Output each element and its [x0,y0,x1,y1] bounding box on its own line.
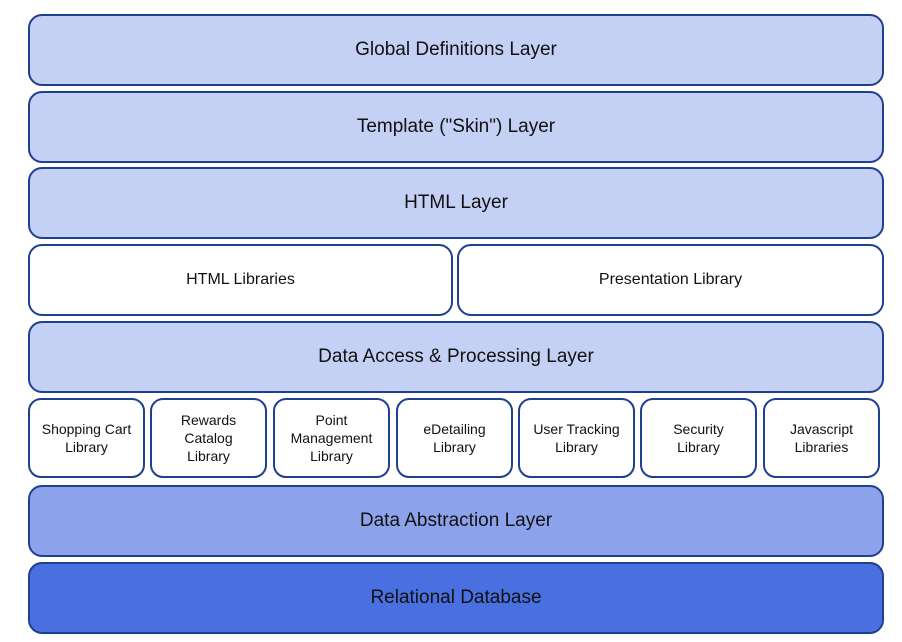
library-label-line: Library [65,439,108,455]
library-label-line: eDetailing [423,420,486,437]
rewards-catalog-library-box: Rewards Catalog Library [150,398,267,478]
global-definitions-layer: Global Definitions Layer [28,14,884,86]
library-label-line: Point [315,411,348,428]
data-access-processing-label: Data Access & Processing Layer [318,346,594,367]
presentation-library-box: Presentation Library [457,244,884,316]
library-label-line: Security [673,420,724,437]
global-definitions-label: Global Definitions Layer [355,39,557,60]
library-label-line: Javascript [789,420,854,437]
library-label-line: Library [677,439,720,455]
html-libraries-label: HTML Libraries [186,271,295,288]
html-libraries-box: HTML Libraries [28,244,453,316]
library-label-line: Rewards [180,411,237,428]
library-label-line: Library [433,439,476,455]
html-layer-label: HTML Layer [404,192,508,213]
shopping-cart-library-box: Shopping Cart Library [28,398,145,478]
library-label-line: Library [555,439,598,455]
javascript-libraries-box: Javascript Libraries [763,398,880,478]
template-skin-layer: Template ("Skin") Layer [28,91,884,163]
library-label-line: Shopping Cart [41,420,132,437]
html-layer: HTML Layer [28,167,884,239]
library-label-line: User Tracking [533,420,620,437]
library-label-line: Catalog [184,429,233,446]
edetailing-library-box: eDetailing Library [396,398,513,478]
point-management-library-box: Point Management Library [273,398,390,478]
data-access-processing-layer: Data Access & Processing Layer [28,321,884,393]
library-label-line: Library [187,448,230,465]
user-tracking-library-box: User Tracking Library [518,398,635,478]
relational-database-layer: Relational Database [28,562,884,634]
data-abstraction-layer: Data Abstraction Layer [28,485,884,557]
presentation-library-label: Presentation Library [598,271,743,288]
data-abstraction-label: Data Abstraction Layer [359,510,553,531]
security-library-box: Security Library [640,398,757,478]
relational-database-label: Relational Database [370,587,542,608]
library-label-line: Libraries [794,439,849,455]
library-label-line: Management [290,429,373,446]
library-label-line: Library [310,448,353,465]
template-skin-label: Template ("Skin") Layer [356,116,556,137]
